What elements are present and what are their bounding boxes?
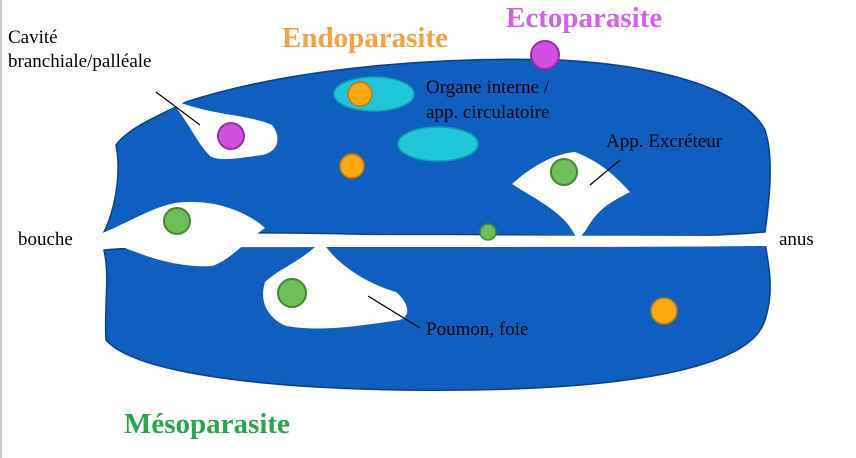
leader-line-poumon [367, 295, 421, 329]
leader-line-cavite [155, 91, 201, 126]
endoparasite-dot-3 [650, 297, 678, 325]
endoparasite-dot-2 [339, 153, 365, 179]
left-edge-strip [0, 0, 2, 458]
mouth-cavity [100, 201, 265, 267]
circulatory-organ [397, 126, 479, 162]
internal-organ-upper [333, 76, 415, 112]
label-excreteur: App. Excréteur [606, 131, 723, 152]
label-bouche: bouche [18, 229, 73, 250]
excretory-cavity [512, 152, 630, 240]
label-organe-line2: app. circulatoire [426, 102, 550, 123]
lung-cavity [263, 244, 408, 329]
mesoparasite-dot-excretory [550, 158, 578, 186]
leader-line-excreteur [589, 159, 621, 186]
endoparasite-title: Endoparasite [282, 22, 448, 54]
label-organe-line1: Organe interne / [426, 77, 550, 98]
label-anus: anus [779, 229, 814, 250]
label-cavite-line2: branchiale/palléale [8, 51, 152, 72]
gut-channel [100, 235, 770, 248]
ectoparasite-dot-1 [530, 40, 560, 70]
mesoparasite-dot-gut [479, 223, 497, 241]
mesoparasite-dot-lung [277, 278, 307, 308]
ectoparasite-dot-2 [217, 122, 245, 150]
label-cavite-line1: Cavité [8, 27, 58, 48]
ectoparasite-title: Ectoparasite [506, 2, 663, 34]
mesoparasite-title: Mésoparasite [124, 408, 290, 440]
endoparasite-dot-1 [347, 81, 373, 107]
label-poumon: Poumon, foie [426, 319, 529, 340]
mesoparasite-dot-mouth [163, 207, 191, 235]
